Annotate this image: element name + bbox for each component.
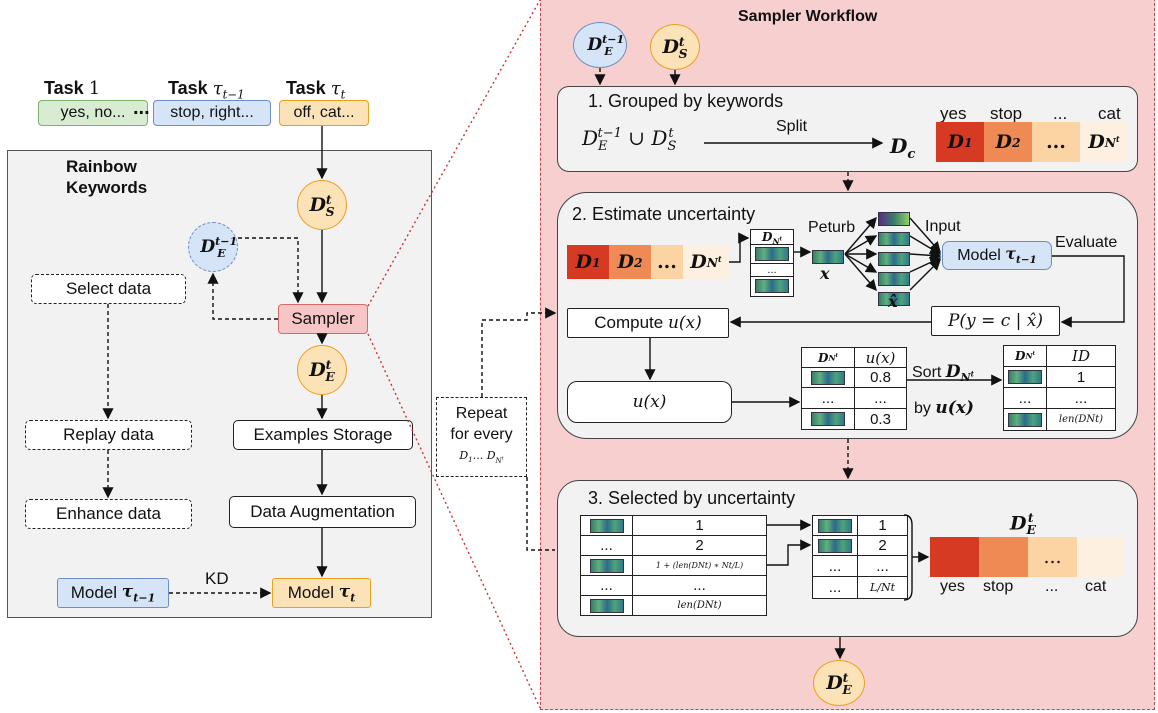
kd-label: KD: [205, 569, 229, 588]
enhance-data-step: Enhance data: [25, 499, 192, 529]
model-prev-box: Model τt−1: [57, 578, 169, 608]
model-prev-eval-box: Model τt−1: [942, 241, 1052, 270]
task-prev-keywords: stop, right...: [153, 100, 271, 126]
task-1-label: Task 1: [44, 78, 101, 99]
compute-ux-box: Compute u(x): [567, 308, 729, 338]
select-data-step: Select data: [31, 274, 186, 304]
kw-ellipsis: ...: [1053, 104, 1068, 123]
kw-yes: yes: [940, 104, 967, 123]
ux-box: u(x): [567, 381, 732, 423]
out-ellipsis: ...: [1028, 537, 1077, 577]
s2-ellipsis: ...: [651, 245, 683, 279]
step2-title: 2. Estimate uncertainty: [572, 204, 756, 224]
task-cur-keywords: off, cat...: [279, 100, 369, 126]
evaluate-label: Evaluate: [1055, 234, 1118, 251]
sample-list: DNt ...: [750, 229, 794, 297]
input-label: Input: [925, 218, 961, 235]
task-prev-label: Task τt−1: [168, 78, 245, 102]
out-stop: [979, 537, 1028, 577]
sort-label: Sort DNt: [912, 362, 974, 385]
split-label: Split: [776, 118, 808, 135]
peturb-label: Peturb: [808, 219, 856, 236]
out-kw-cat: cat: [1085, 578, 1107, 595]
rainbow-keywords-panel: [7, 150, 432, 618]
spectrogram-icon: [755, 247, 789, 261]
step3-title: 3. Selected by uncertainty: [588, 488, 796, 508]
model-cur-box: Model τt: [272, 578, 371, 608]
workflow-title: Sampler Workflow: [738, 8, 878, 25]
out-yes: [930, 537, 979, 577]
x-spectrogram: [812, 250, 844, 264]
x-label: x: [820, 264, 830, 283]
out-kw-stop: stop: [983, 578, 1014, 595]
kw-stop: stop: [990, 104, 1023, 123]
selection-table: 1 ... 2 1 + (len(DNt) ∗ Nt/L) ... ... le…: [580, 515, 767, 616]
x-hat-label: x̂: [888, 292, 898, 311]
prob-box: P(y = c | x̂): [931, 306, 1060, 336]
replay-data-step: Replay data: [25, 420, 192, 450]
by-ux-label: by u(x): [914, 398, 974, 418]
out-cat: [1077, 537, 1124, 577]
data-augmentation-box: Data Augmentation: [229, 496, 416, 528]
repeat-box: Repeat for every D1... DNt: [436, 397, 527, 477]
group-ellipsis: ...: [1032, 122, 1080, 162]
task-1-keywords: yes, no...: [38, 100, 148, 126]
dc-label: Dc: [890, 134, 916, 162]
spectrogram-icon: [755, 279, 789, 293]
selected-table: 1 2 ... ... ... L/Nt: [812, 515, 908, 599]
de-output-label: DEt: [1010, 510, 1036, 538]
perturbed-stack: [878, 212, 910, 306]
kw-cat: cat: [1098, 104, 1121, 123]
examples-storage-box: Examples Storage: [233, 420, 413, 450]
sampler-box: Sampler: [278, 304, 368, 334]
step1-title: 1. Grouped by keywords: [588, 91, 784, 111]
task-ellipsis: ...: [133, 97, 150, 119]
out-kw-yes: yes: [940, 578, 965, 595]
task-cur-label: Task τt: [286, 78, 346, 102]
out-kw-ellipsis: ...: [1045, 578, 1059, 595]
union-label: DEt−1 ∪ DSt: [582, 126, 677, 154]
